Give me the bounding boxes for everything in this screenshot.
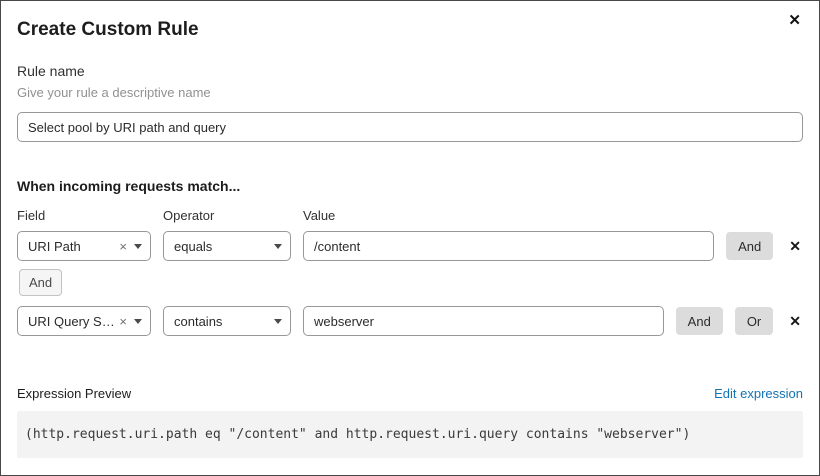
chevron-down-icon [134, 243, 142, 249]
condition-row: URI Path × equals And ✕ [17, 231, 803, 261]
field-column-label: Field [17, 208, 46, 223]
add-and-condition-button[interactable]: And [675, 307, 723, 335]
expression-preview-label: Expression Preview [17, 386, 132, 401]
clear-icon[interactable]: × [119, 238, 127, 254]
value-column-label: Value [303, 208, 336, 223]
operator-select[interactable]: equals [163, 231, 291, 261]
operator-column-label: Operator [163, 208, 215, 223]
clear-icon[interactable]: × [119, 313, 127, 329]
value-input[interactable] [303, 306, 664, 336]
operator-select[interactable]: contains [163, 306, 291, 336]
expression-code-block: (http.request.uri.path eq "/content" and… [17, 411, 803, 458]
operator-select-value: equals [174, 238, 213, 254]
connector-wrap: And [19, 269, 803, 296]
rule-name-input[interactable] [17, 112, 803, 142]
remove-condition-icon[interactable]: ✕ [789, 313, 801, 329]
add-and-condition-button[interactable]: And [726, 232, 774, 260]
match-section-heading: When incoming requests match... [17, 178, 241, 194]
field-select-value: URI Path [28, 238, 81, 254]
operator-select-value: contains [174, 313, 223, 329]
add-or-condition-button[interactable]: Or [734, 307, 774, 335]
page-title: Create Custom Rule [17, 19, 199, 40]
expression-preview-header: Expression Preview Edit expression [17, 386, 803, 401]
rule-name-hint: Give your rule a descriptive name [17, 85, 211, 100]
close-icon[interactable]: ✕ [782, 9, 807, 32]
remove-condition-icon[interactable]: ✕ [789, 238, 801, 254]
condition-column-headers: Field Operator Value [17, 208, 803, 223]
rule-name-label: Rule name [17, 63, 85, 79]
chevron-down-icon [134, 318, 142, 324]
field-select-value: URI Query St... [28, 313, 116, 329]
value-input[interactable] [303, 231, 715, 261]
chevron-down-icon [274, 318, 282, 324]
field-select[interactable]: URI Query St... × [17, 306, 151, 336]
field-select[interactable]: URI Path × [17, 231, 151, 261]
and-connector-badge[interactable]: And [19, 269, 63, 296]
expression-code: (http.request.uri.path eq "/content" and… [25, 427, 691, 442]
condition-row: URI Query St... × contains And Or ✕ [17, 306, 803, 336]
chevron-down-icon [274, 243, 282, 249]
edit-expression-link[interactable]: Edit expression [714, 386, 803, 401]
